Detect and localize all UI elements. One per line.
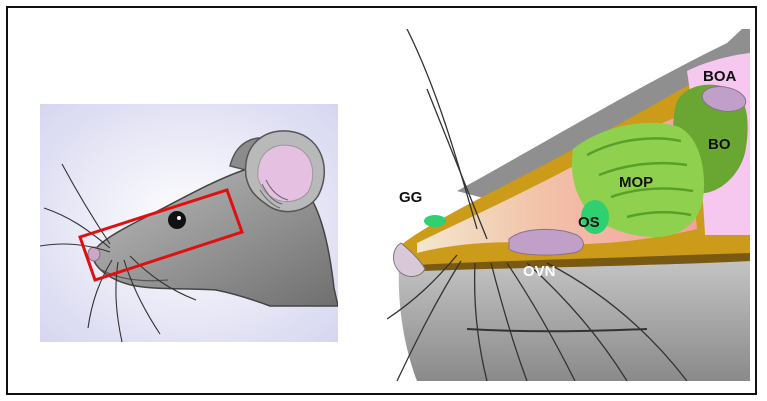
eye-highlight xyxy=(177,216,181,220)
label-os: OS xyxy=(578,214,600,231)
label-boa: BOA xyxy=(703,68,737,85)
eye-icon xyxy=(168,211,186,229)
label-ovn: OVN xyxy=(523,263,556,280)
label-gg: GG xyxy=(399,189,422,206)
label-bo: BO xyxy=(708,136,731,153)
lower-jaw-skin xyxy=(399,251,750,381)
label-mop: MOP xyxy=(619,174,653,191)
nasal-cavity-section: BOA BO MOP OS GG OVN xyxy=(387,29,750,381)
vomeronasal-organ xyxy=(509,229,583,255)
mouse-head-overview xyxy=(40,104,338,342)
grueneberg-ganglion xyxy=(424,215,446,227)
inner-ear-icon xyxy=(258,145,313,201)
